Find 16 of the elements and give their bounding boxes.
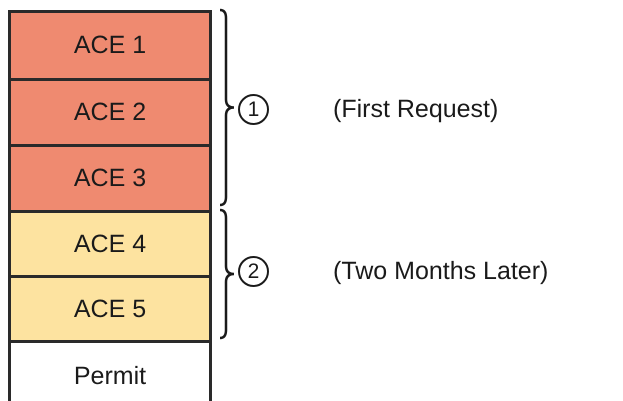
circled-number: 2 bbox=[238, 256, 269, 287]
entry-label: ACE 1 bbox=[74, 31, 146, 60]
annotation-text: (First Request) bbox=[333, 94, 498, 124]
annotation-text: (Two Months Later) bbox=[333, 256, 548, 286]
entry-label: Permit bbox=[74, 362, 146, 391]
list-entry-box bbox=[8, 78, 212, 144]
list-entry-box bbox=[8, 10, 212, 78]
list-entry-box bbox=[8, 144, 212, 210]
entry-label: ACE 2 bbox=[74, 98, 146, 127]
list-entry-box bbox=[8, 340, 212, 401]
circled-number: 1 bbox=[238, 94, 269, 125]
list-entry-box bbox=[8, 275, 212, 340]
entry-label: ACE 5 bbox=[74, 294, 146, 324]
entry-label: ACE 4 bbox=[74, 230, 146, 258]
entry-label: ACE 3 bbox=[74, 164, 146, 193]
list-entry-box bbox=[8, 210, 212, 275]
